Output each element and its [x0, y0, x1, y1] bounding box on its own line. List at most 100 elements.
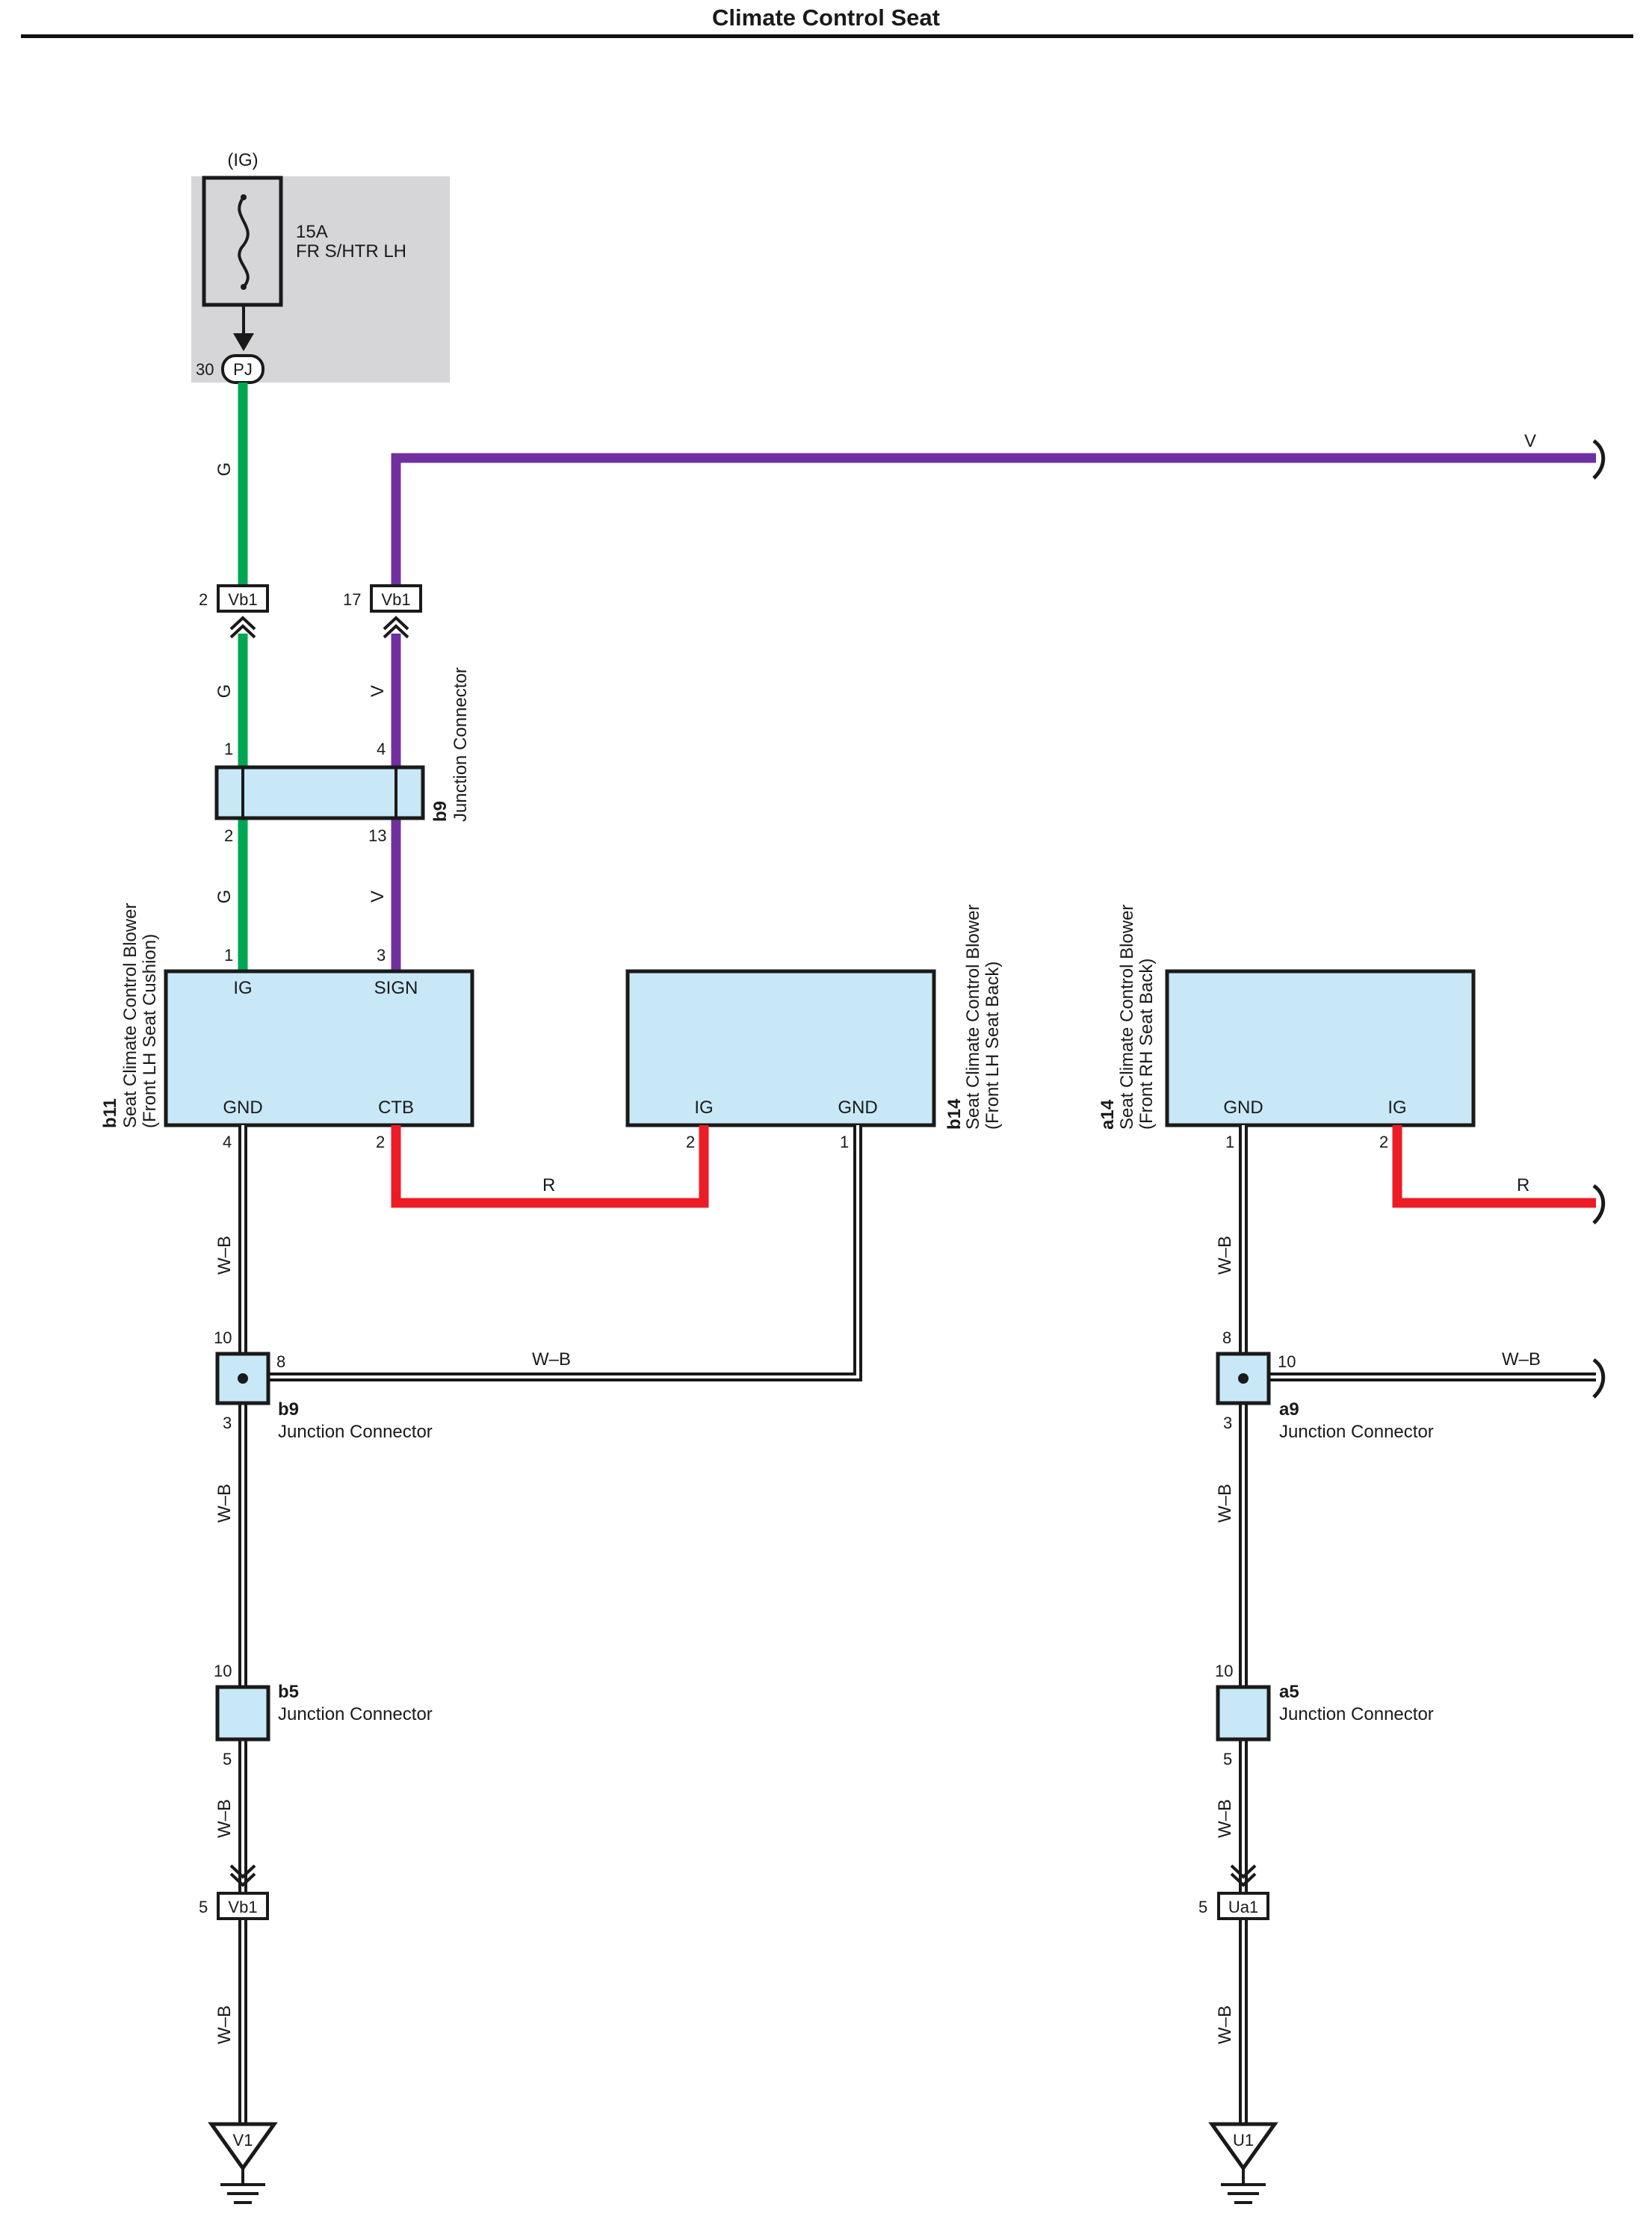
svg-text:5: 5	[1198, 1898, 1207, 1916]
ground-point-u1: U1	[1208, 2122, 1278, 2204]
svg-text:2: 2	[686, 1133, 695, 1151]
svg-text:Vb1: Vb1	[228, 590, 257, 609]
svg-text:IG: IG	[233, 978, 252, 998]
svg-text:1: 1	[1225, 1133, 1234, 1151]
connector-pj-label: PJ	[233, 360, 253, 379]
svg-text:8: 8	[1222, 1328, 1231, 1347]
junction-b9-splice: 10 8 3 b9 Junction Connector	[214, 1328, 433, 1442]
wire-label-r-1: R	[542, 1175, 555, 1195]
svg-text:3: 3	[223, 1414, 232, 1432]
continuation-mark-icon	[1592, 1358, 1606, 1399]
svg-text:1: 1	[224, 740, 233, 758]
svg-text:1: 1	[840, 1133, 849, 1151]
connector-ua1-bottom: Ua1 5	[1198, 1864, 1269, 1920]
wire-label-wb-5: W–B	[214, 2005, 235, 2044]
svg-text:5: 5	[1223, 1750, 1232, 1768]
continuation-mark-icon	[1592, 439, 1606, 480]
svg-text:Vb1: Vb1	[381, 590, 410, 609]
fuse-source-label: (IG)	[227, 150, 258, 170]
svg-text:3: 3	[1223, 1414, 1232, 1432]
wire-label-g-1: G	[214, 462, 235, 477]
red-wire-ctb-to-ig	[391, 1125, 709, 1208]
continuation-mark-icon	[1592, 1183, 1606, 1225]
svg-text:8: 8	[276, 1352, 285, 1371]
svg-text:10: 10	[214, 1662, 232, 1680]
svg-text:a5: a5	[1279, 1682, 1299, 1702]
fuse-box-background	[191, 176, 450, 383]
svg-text:5: 5	[199, 1898, 208, 1916]
svg-text:2: 2	[199, 590, 208, 609]
svg-text:2: 2	[1379, 1133, 1388, 1151]
fuse-name: FR S/HTR LH	[296, 241, 406, 261]
svg-text:Junction Connector: Junction Connector	[451, 667, 471, 822]
svg-text:(Front LH Seat Back): (Front LH Seat Back)	[983, 962, 1003, 1130]
svg-text:5: 5	[223, 1750, 232, 1768]
svg-text:3: 3	[377, 946, 386, 965]
title-rule	[21, 34, 1633, 38]
fuse-rating: 15A	[296, 222, 328, 242]
svg-text:IG: IG	[1388, 1098, 1406, 1118]
svg-text:GND: GND	[1223, 1098, 1263, 1118]
wire-label-v-2: V	[368, 891, 388, 903]
wire-label-v-top: V	[1524, 431, 1536, 451]
fuse-pin: 30	[196, 360, 214, 379]
svg-text:Vb1: Vb1	[228, 1898, 257, 1916]
svg-text:b14: b14	[944, 1098, 965, 1130]
svg-text:b9: b9	[430, 801, 451, 822]
fuse-block: (IG) 15A FR S/HTR LH PJ 30	[191, 150, 450, 384]
junction-b5: 10 5 b5 Junction Connector	[214, 1662, 433, 1768]
svg-text:V1: V1	[233, 2131, 253, 2150]
arrow-down-icon	[233, 333, 254, 351]
svg-text:IG: IG	[694, 1098, 713, 1118]
connector-vb1-left: Vb1 2	[199, 584, 269, 639]
component-b11: IG SIGN GND CTB 1 3 4 2 b11 Seat Climate…	[100, 903, 474, 1151]
component-b14: IG GND 2 1 b14 Seat Climate Control Blow…	[625, 905, 1003, 1151]
wire-label-wb-6: W–B	[1215, 1236, 1235, 1275]
wire-label-v-1: V	[368, 685, 388, 697]
svg-text:b9: b9	[278, 1399, 299, 1420]
wire-label-wb-3: W–B	[214, 1484, 235, 1523]
svg-text:Junction Connector: Junction Connector	[278, 1422, 433, 1442]
svg-text:Ua1: Ua1	[1228, 1898, 1258, 1916]
junction-b9-top: 1 4 2 13 b9 Junction Connector	[214, 667, 471, 845]
svg-text:10: 10	[214, 1328, 232, 1347]
svg-text:Junction Connector: Junction Connector	[1279, 1704, 1434, 1724]
svg-text:b5: b5	[278, 1682, 299, 1702]
svg-text:b11: b11	[100, 1098, 120, 1128]
svg-text:(Front RH Seat Back): (Front RH Seat Back)	[1136, 959, 1157, 1130]
svg-text:4: 4	[223, 1133, 232, 1151]
svg-text:a9: a9	[1279, 1399, 1299, 1420]
svg-text:SIGN: SIGN	[374, 978, 418, 998]
svg-text:Junction Connector: Junction Connector	[1279, 1422, 1434, 1442]
red-wire-a14	[1392, 1125, 1606, 1225]
wire-label-wb-10: W–B	[1215, 2005, 1235, 2044]
svg-text:Seat Climate Control Blower: Seat Climate Control Blower	[1117, 905, 1137, 1130]
wire-label-wb-2: W–B	[532, 1349, 571, 1370]
wire-label-g-2: G	[214, 684, 235, 699]
svg-text:(Front LH Seat Cushion): (Front LH Seat Cushion)	[140, 934, 160, 1128]
svg-text:GND: GND	[223, 1098, 262, 1118]
diagram-title: Climate Control Seat	[712, 4, 940, 31]
svg-text:4: 4	[377, 740, 386, 758]
svg-text:U1: U1	[1233, 2131, 1254, 2150]
svg-text:17: 17	[343, 590, 361, 609]
wire-label-g-3: G	[214, 890, 235, 904]
ground-wire-a9-branch	[1243, 1358, 1606, 1399]
svg-text:GND: GND	[838, 1098, 877, 1118]
wire-label-wb-4: W–B	[214, 1799, 235, 1838]
wire-label-wb-1: W–B	[214, 1236, 235, 1275]
svg-text:13: 13	[368, 826, 386, 845]
connector-vb1-right: Vb1 17	[343, 584, 422, 639]
svg-text:a14: a14	[1098, 1099, 1118, 1130]
svg-text:CTB: CTB	[378, 1098, 414, 1118]
svg-text:Junction Connector: Junction Connector	[278, 1704, 433, 1724]
svg-text:Seat Climate Control Blower: Seat Climate Control Blower	[963, 905, 983, 1130]
junction-a5: 10 5 a5 Junction Connector	[1215, 1662, 1434, 1768]
fuse-icon	[238, 196, 250, 288]
violet-wire	[391, 453, 1596, 971]
junction-a9-splice: 8 10 3 a9 Junction Connector	[1216, 1328, 1434, 1442]
svg-text:10: 10	[1278, 1352, 1296, 1371]
component-a14: GND IG 1 2 a14 Seat Climate Control Blow…	[1098, 905, 1476, 1151]
svg-text:2: 2	[376, 1133, 385, 1151]
